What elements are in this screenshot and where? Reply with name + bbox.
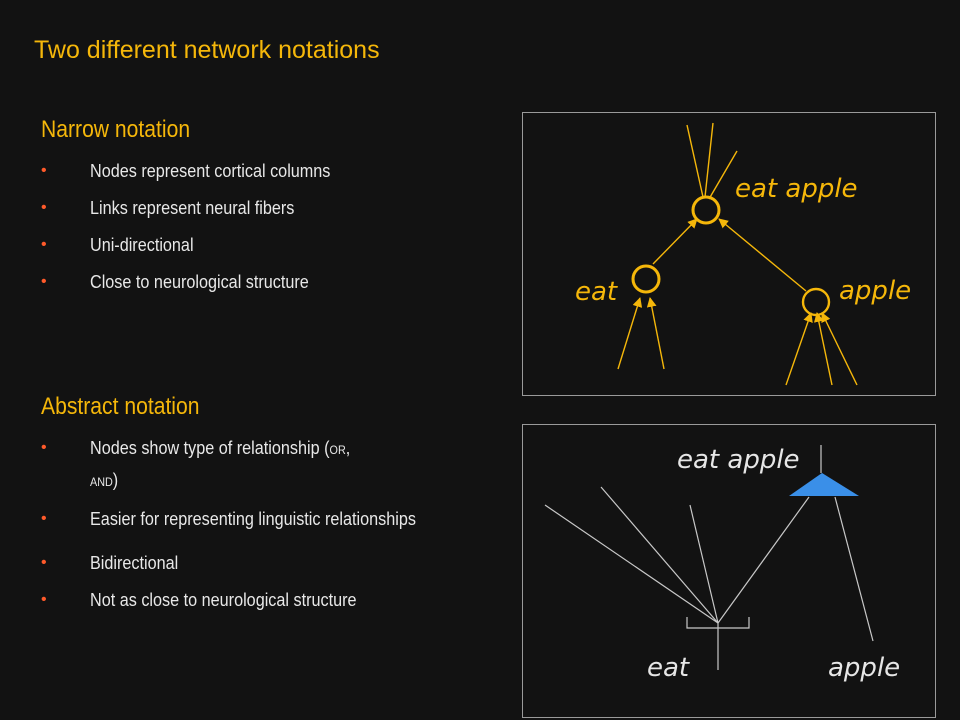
input-fiber <box>646 297 665 370</box>
output-fiber <box>708 150 738 200</box>
node-eat <box>631 264 661 294</box>
link-line <box>544 504 719 624</box>
label-eat: eat <box>647 653 690 683</box>
bullet-icon: • <box>41 554 47 571</box>
input-fiber <box>785 312 813 386</box>
list-item: •Not as close to neurological structure <box>41 585 481 615</box>
bullet-icon: • <box>41 273 47 290</box>
node-apple <box>801 287 831 317</box>
abstract-notation-diagram: eat apple eat apple <box>522 424 936 718</box>
list-item: •Uni-directional <box>41 230 481 260</box>
page-title: Two different network notations <box>34 36 380 64</box>
label-eat: eat <box>575 277 618 307</box>
label-apple: apple <box>839 276 911 306</box>
bullet-icon: • <box>41 439 47 456</box>
link-line <box>689 504 719 624</box>
output-fiber <box>704 122 714 198</box>
link-line <box>600 486 719 624</box>
bullet-icon: • <box>41 591 47 608</box>
label-apple: apple <box>828 653 900 683</box>
bullet-icon: • <box>41 236 47 253</box>
link-line <box>717 496 810 624</box>
label-eat-apple: eat apple <box>735 174 858 204</box>
or-node-bracket <box>686 617 750 629</box>
and-node-triangle <box>789 473 859 496</box>
bullet-icon: • <box>41 199 47 216</box>
link-line <box>834 496 874 642</box>
list-item: •Bidirectional <box>41 548 481 578</box>
input-fiber <box>814 312 833 386</box>
link-apple-to-eat-apple <box>718 218 807 292</box>
abstract-diagram-svg: eat apple eat apple <box>544 445 900 683</box>
bullet-icon: • <box>41 510 47 527</box>
narrow-notation-heading: Narrow notation <box>41 116 191 143</box>
narrow-notation-diagram: eat apple eat apple <box>522 112 936 396</box>
output-fiber <box>686 124 704 198</box>
abstract-notation-list: •Nodes show type of relationship (OR, AN… <box>41 433 481 615</box>
narrow-notation-list: •Nodes represent cortical columns •Links… <box>41 156 481 297</box>
list-item: •Close to neurological structure <box>41 267 481 297</box>
bullet-icon: • <box>41 162 47 179</box>
narrow-diagram-svg: eat apple eat apple <box>575 122 911 386</box>
link-eat-to-eat-apple <box>652 218 698 265</box>
list-item: •Easier for representing linguistic rela… <box>41 504 481 534</box>
input-fiber <box>821 312 858 386</box>
abstract-notation-heading: Abstract notation <box>41 393 200 420</box>
list-item: •Links represent neural fibers <box>41 193 481 223</box>
input-fiber <box>617 297 643 370</box>
list-item: •Nodes show type of relationship (OR, AN… <box>41 433 481 497</box>
node-eat-apple <box>691 195 721 225</box>
label-eat-apple: eat apple <box>677 445 800 475</box>
list-item: •Nodes represent cortical columns <box>41 156 481 186</box>
